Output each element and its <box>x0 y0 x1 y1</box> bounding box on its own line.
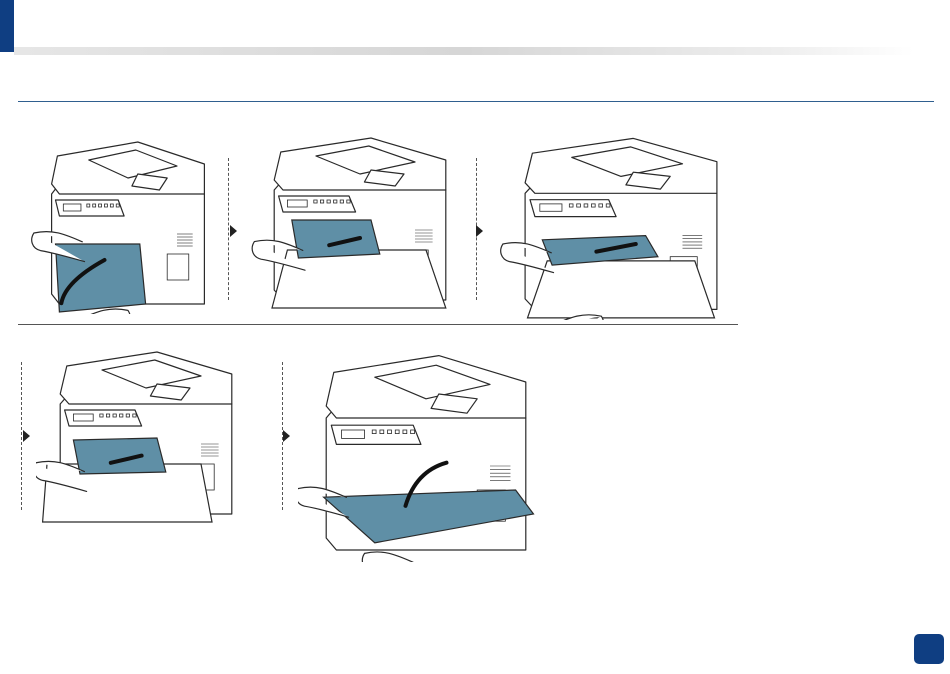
panel-button-icon <box>126 414 129 417</box>
panel-button-icon <box>120 414 123 417</box>
panel-button-icon <box>347 200 350 203</box>
panel-button-icon <box>395 430 399 434</box>
step-arrow-icon <box>476 225 483 237</box>
panel-button-icon <box>110 204 113 207</box>
step-illustration-open-cover <box>30 134 226 314</box>
panel-button-icon <box>599 204 603 207</box>
panel-button-icon <box>380 430 384 434</box>
front-cover-lowered <box>528 261 715 318</box>
panel-button-icon <box>133 414 136 417</box>
panel-button-icon <box>388 430 392 434</box>
panel-button-icon <box>591 204 595 207</box>
panel-button-icon <box>340 200 343 203</box>
panel-button-icon <box>372 430 376 434</box>
panel-button-icon <box>314 200 317 203</box>
hand-bottom <box>362 552 415 562</box>
panel-display <box>540 204 562 211</box>
step-illustration-close-cover <box>298 346 554 562</box>
front-cover-lowered <box>272 250 446 308</box>
step-illustration-insert-cartridge <box>36 344 256 524</box>
pull-jammed-paper-icon <box>498 130 744 320</box>
panel-display <box>287 200 307 207</box>
panel-button-icon <box>99 204 102 207</box>
panel-button-icon <box>106 414 109 417</box>
panel-button-icon <box>403 430 407 434</box>
corner-tab <box>0 0 14 52</box>
step-illustration-pull-paper <box>498 130 744 320</box>
panel-button-icon <box>116 204 119 207</box>
panel-button-icon <box>584 204 588 207</box>
panel-button-icon <box>577 204 581 207</box>
open-front-cover-icon <box>30 134 226 314</box>
step-separator <box>21 362 22 510</box>
step-arrow-icon <box>283 430 290 442</box>
panel-button-icon <box>320 200 323 203</box>
close-front-cover-icon <box>298 346 554 562</box>
toner-cartridge <box>292 220 380 258</box>
panel-button-icon <box>113 414 116 417</box>
panel-button-icon <box>606 204 610 207</box>
step-arrow-icon <box>230 225 237 237</box>
panel-button-icon <box>100 414 103 417</box>
page-number-badge <box>914 634 944 664</box>
step-illustration-remove-cartridge <box>250 130 470 310</box>
panel-button-icon <box>104 204 107 207</box>
remove-toner-cartridge-icon <box>250 130 470 310</box>
toner-cartridge <box>73 438 165 474</box>
insert-toner-cartridge-icon <box>36 344 256 524</box>
panel-button-icon <box>93 204 96 207</box>
panel-button-icon <box>569 204 573 207</box>
section-rule <box>18 101 934 102</box>
header-rule <box>14 47 914 55</box>
panel-button-icon <box>334 200 337 203</box>
row-divider <box>18 324 738 325</box>
side-panel <box>167 254 189 280</box>
panel-display <box>63 204 81 211</box>
panel-button-icon <box>87 204 90 207</box>
panel-display <box>342 430 365 438</box>
step-arrow-icon <box>23 430 30 442</box>
step-separator <box>228 158 229 300</box>
panel-display <box>73 414 93 421</box>
panel-button-icon <box>411 430 415 434</box>
panel-button-icon <box>327 200 330 203</box>
